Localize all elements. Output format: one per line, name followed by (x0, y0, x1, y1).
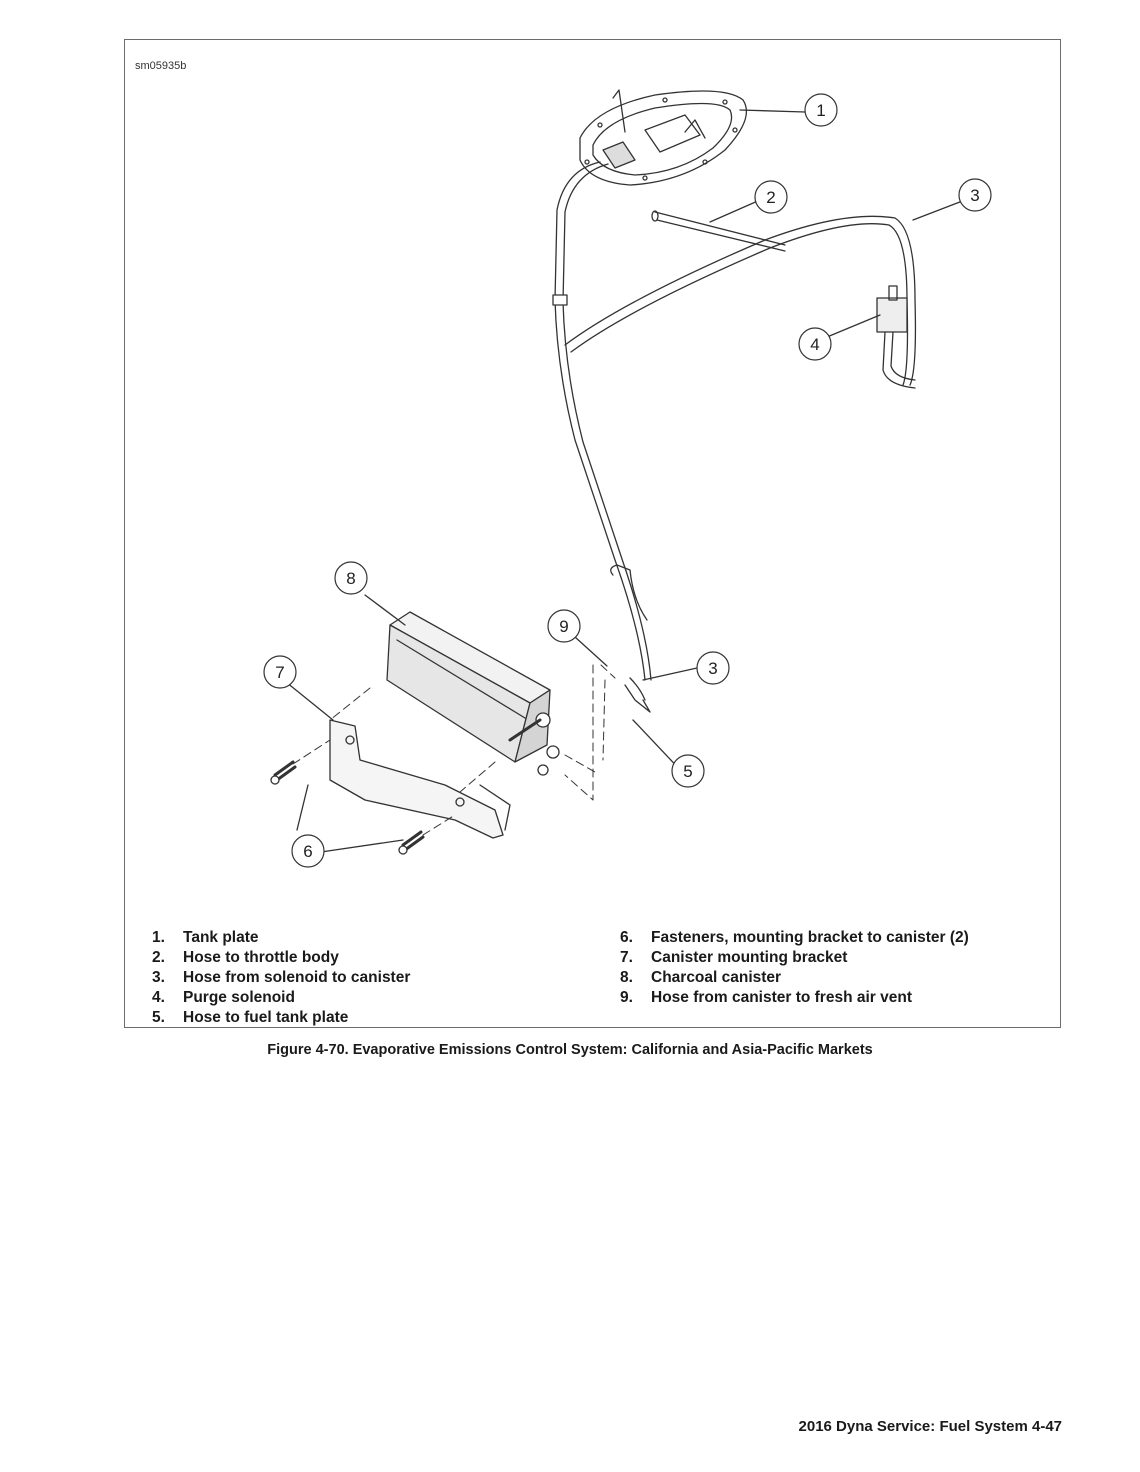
svg-text:3: 3 (708, 659, 717, 678)
callout-5: 5 (671, 754, 705, 788)
evap-system-illustration: 1 2 3 4 3 5 6 7 8 9 (263, 89, 992, 868)
callout-4: 4 (798, 327, 832, 361)
legend-item-8: 8.Charcoal canister (620, 969, 782, 986)
charcoal-canister-drawing (386, 611, 560, 776)
legend-item-9: 9.Hose from canister to fresh air vent (620, 989, 912, 1006)
svg-text:9: 9 (559, 617, 568, 636)
figure-caption: Figure 4-70. Evaporative Emissions Contr… (267, 1042, 873, 1058)
svg-text:7: 7 (275, 663, 284, 682)
hose-throttle-body (654, 211, 786, 246)
figure-id: sm05935b (135, 60, 187, 72)
callout-8: 8 (334, 561, 368, 595)
legend-item-5: 5.Hose to fuel tank plate (152, 1009, 349, 1026)
fasteners-drawing (270, 760, 425, 855)
legend-item-4: 4.Purge solenoid (152, 989, 295, 1006)
page-footer: 2016 Dyna Service: Fuel System 4-47 (798, 1418, 1062, 1435)
svg-text:4: 4 (810, 335, 819, 354)
legend-item-6: 6.Fasteners, mounting bracket to caniste… (620, 929, 969, 946)
callout-9: 9 (547, 609, 581, 643)
callout-7: 7 (263, 655, 297, 689)
legend-item-3: 3.Hose from solenoid to canister (152, 969, 411, 986)
callout-2: 2 (754, 180, 788, 214)
svg-text:8: 8 (346, 569, 355, 588)
hose-tank-to-canister (554, 161, 646, 681)
purge-solenoid-drawing (876, 285, 916, 389)
callout-1: 1 (804, 93, 838, 127)
tank-plate-drawing (579, 89, 748, 186)
svg-text:5: 5 (683, 762, 692, 781)
mounting-bracket-drawing (329, 719, 511, 839)
svg-text:1: 1 (816, 101, 825, 120)
legend-left: 1.Tank plate 2.Hose to throttle body 3.H… (149, 928, 410, 1028)
svg-text:2: 2 (766, 188, 775, 207)
callout-3-lower: 3 (696, 651, 730, 685)
callout-6: 6 (291, 834, 325, 868)
figure-frame: sm05935b (124, 39, 1061, 1028)
hose-fresh-air-vent (610, 564, 648, 621)
callout-3-upper: 3 (958, 178, 992, 212)
legend-item-2: 2.Hose to throttle body (152, 949, 339, 966)
legend-right: 6.Fasteners, mounting bracket to caniste… (617, 928, 969, 1008)
svg-text:6: 6 (303, 842, 312, 861)
svg-text:3: 3 (970, 186, 979, 205)
hose-solenoid-upper (564, 215, 917, 386)
legend-item-1: 1.Tank plate (152, 929, 259, 946)
legend-item-7: 7.Canister mounting bracket (620, 949, 848, 966)
